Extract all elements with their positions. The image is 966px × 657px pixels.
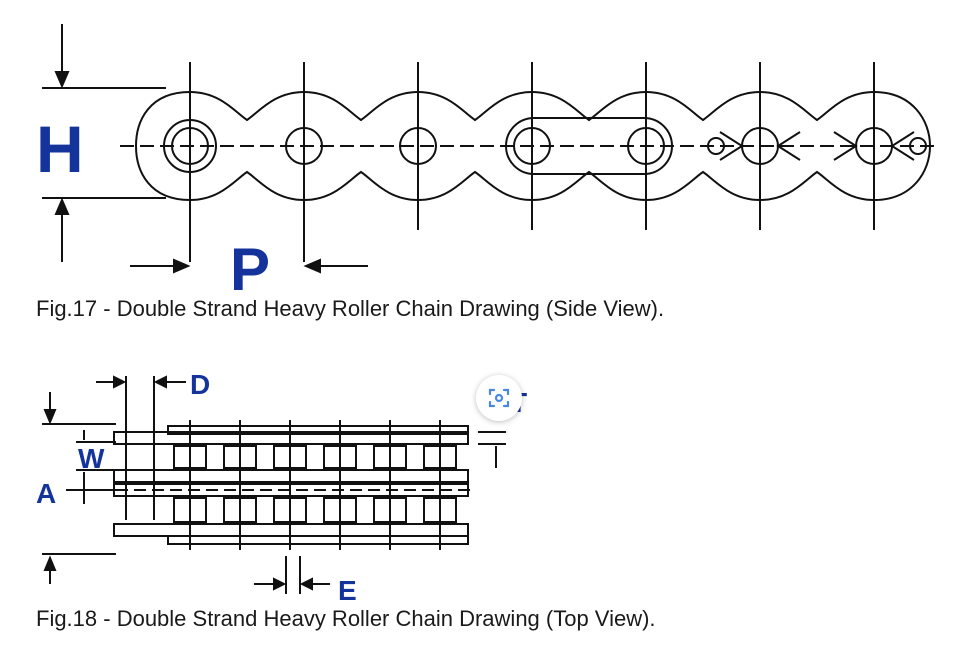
plate-label: E [338,575,357,606]
side-view-caption: Fig.17 - Double Strand Heavy Roller Chai… [36,296,665,321]
width-label: W [78,443,105,474]
pitch-label: P [230,236,270,290]
across-label: A [36,478,56,509]
height-label: H [36,112,84,186]
side-view-drawing: H P [36,24,940,290]
lens-search-icon [488,388,510,408]
top-view-caption: Fig.18 - Double Strand Heavy Roller Chai… [36,606,656,631]
roller-diameter-label: D [190,369,210,400]
lens-search-button[interactable] [476,375,522,421]
